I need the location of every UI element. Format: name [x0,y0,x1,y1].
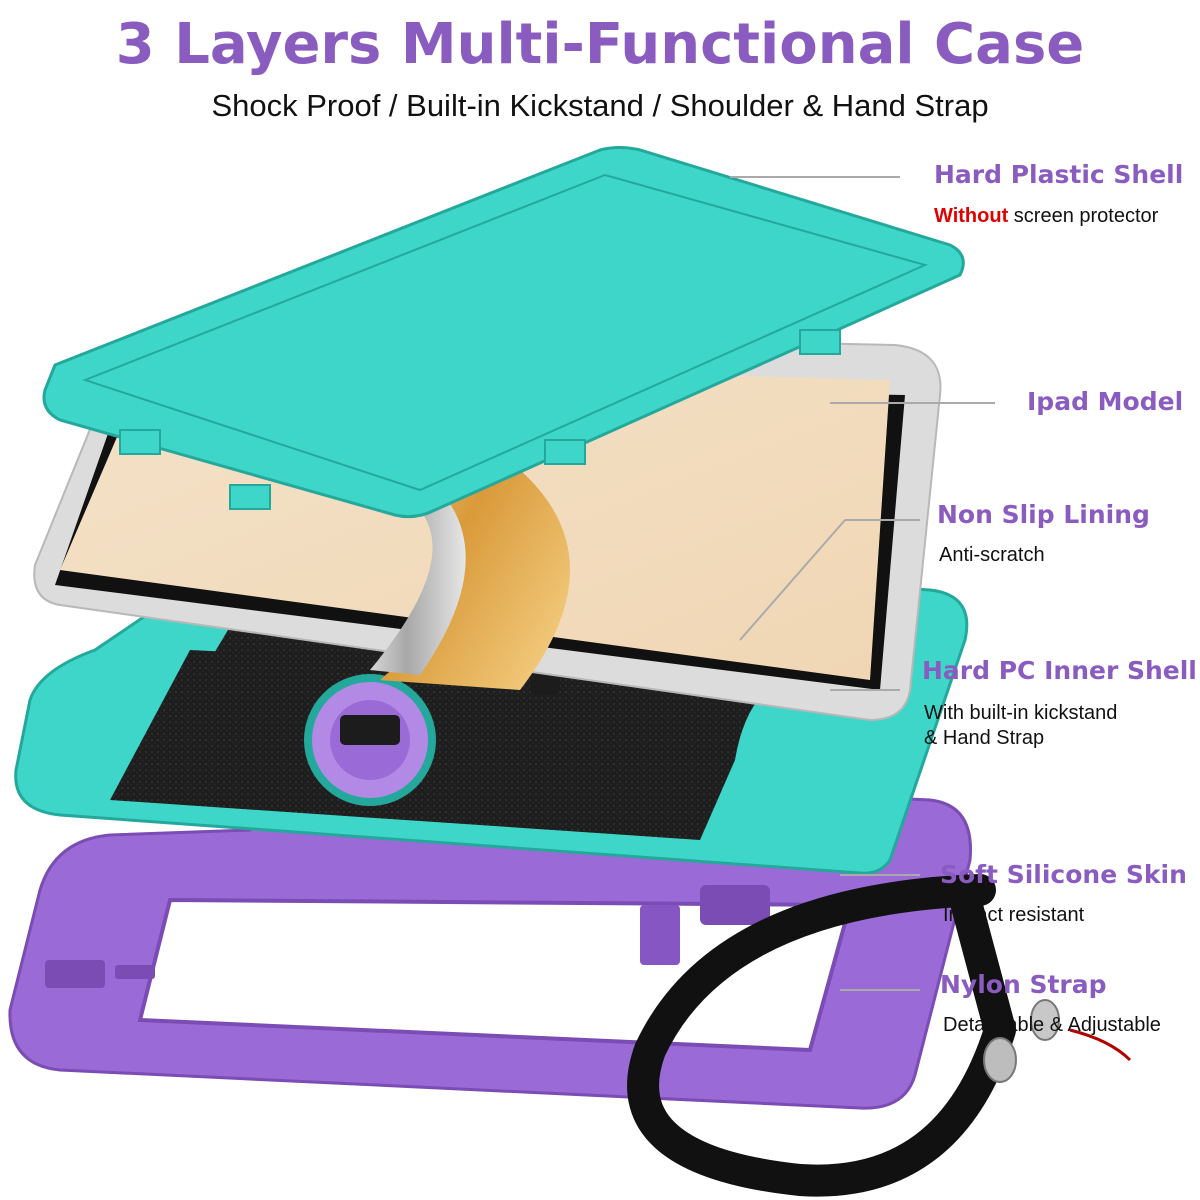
page-title: 3 Layers Multi-Functional Case [115,12,1085,77]
label-hard-pc-inner-shell: Hard PC Inner Shell [922,656,1197,685]
label-ipad-model: Ipad Model [1027,387,1184,416]
note-text: screen protector [1008,205,1159,227]
label-nylon-strap: Nylon Strap [940,970,1107,999]
note-nylon-strap: Detachable & Adjustable [943,1014,1161,1036]
note-soft-silicone-skin: Impact resistant [943,904,1085,926]
note-non-slip-lining: Anti-scratch [939,544,1045,566]
label-non-slip-lining: Non Slip Lining [937,500,1150,529]
note-inner-shell-line1: With built-in kickstand [924,702,1118,724]
label-soft-silicone-skin: Soft Silicone Skin [940,860,1187,889]
page-subtitle: Shock Proof / Built-in Kickstand / Shoul… [211,88,989,123]
note-hard-plastic-shell: Without screen protector [934,204,1158,229]
note-inner-shell-line2: & Hand Strap [924,727,1045,749]
nylon-strap [627,874,1132,1197]
note-emphasis: Without [934,205,1009,227]
outer-shell [42,146,965,519]
label-hard-plastic-shell: Hard Plastic Shell [934,160,1184,189]
callout-lines [730,176,995,991]
